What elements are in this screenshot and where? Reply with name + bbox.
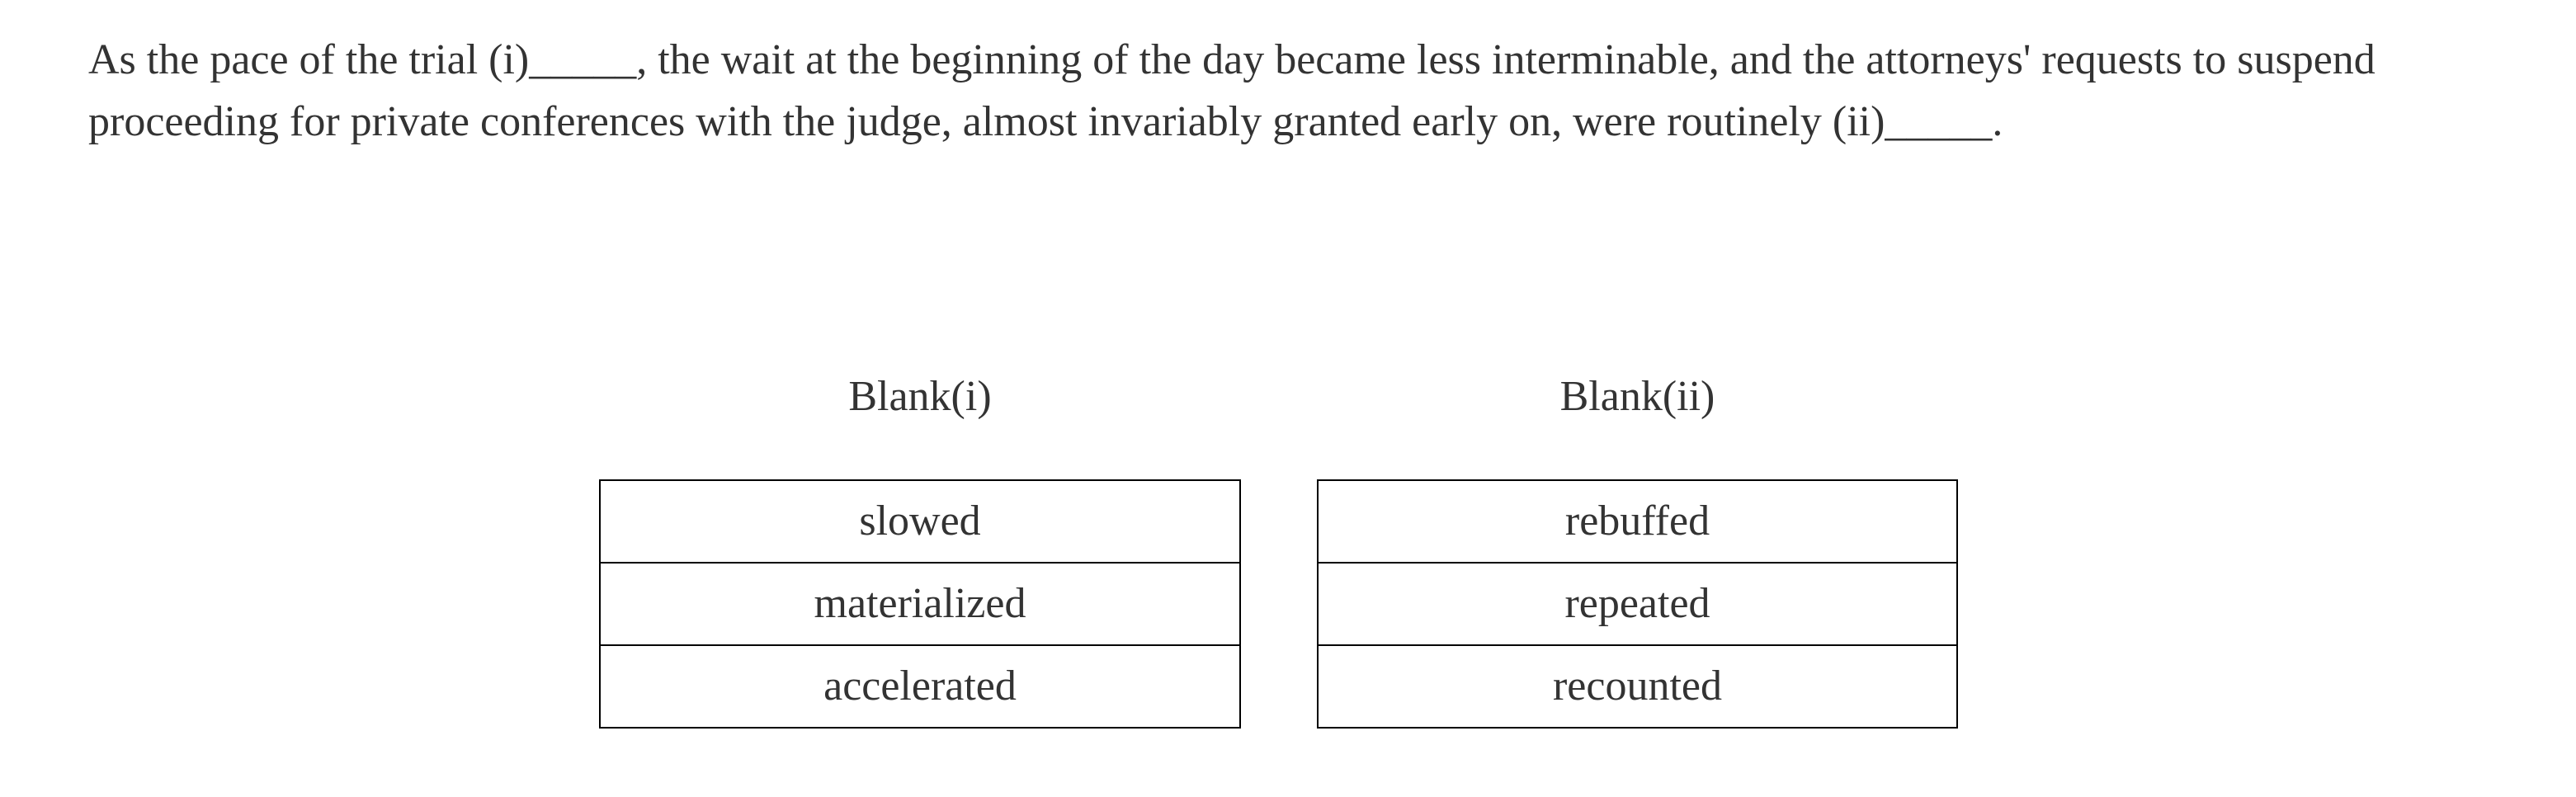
blank-ii-option-repeated[interactable]: repeated [1317, 562, 1958, 646]
option-row: rebuffed [1317, 479, 1958, 564]
question-text: As the pace of the trial (i)_____, the w… [88, 36, 2375, 145]
blank-ii-option-recounted[interactable]: recounted [1317, 644, 1958, 729]
blank-i-label: Blank(i) [848, 373, 992, 420]
blank-ii-option-rebuffed[interactable]: rebuffed [1317, 479, 1958, 564]
option-row: materialized [599, 562, 1241, 646]
blank-i-option-accelerated[interactable]: accelerated [599, 644, 1241, 729]
option-row: slowed [599, 479, 1241, 564]
blank-ii-options-table: rebuffed repeated recounted [1317, 479, 1958, 729]
blank-i-options-table: slowed materialized accelerated [599, 479, 1241, 729]
option-row: recounted [1317, 644, 1958, 729]
option-row: repeated [1317, 562, 1958, 646]
blank-ii-label: Blank(ii) [1559, 373, 1715, 420]
blank-i-option-materialized[interactable]: materialized [599, 562, 1241, 646]
blank-i-option-slowed[interactable]: slowed [599, 479, 1241, 564]
option-row: accelerated [599, 644, 1241, 729]
